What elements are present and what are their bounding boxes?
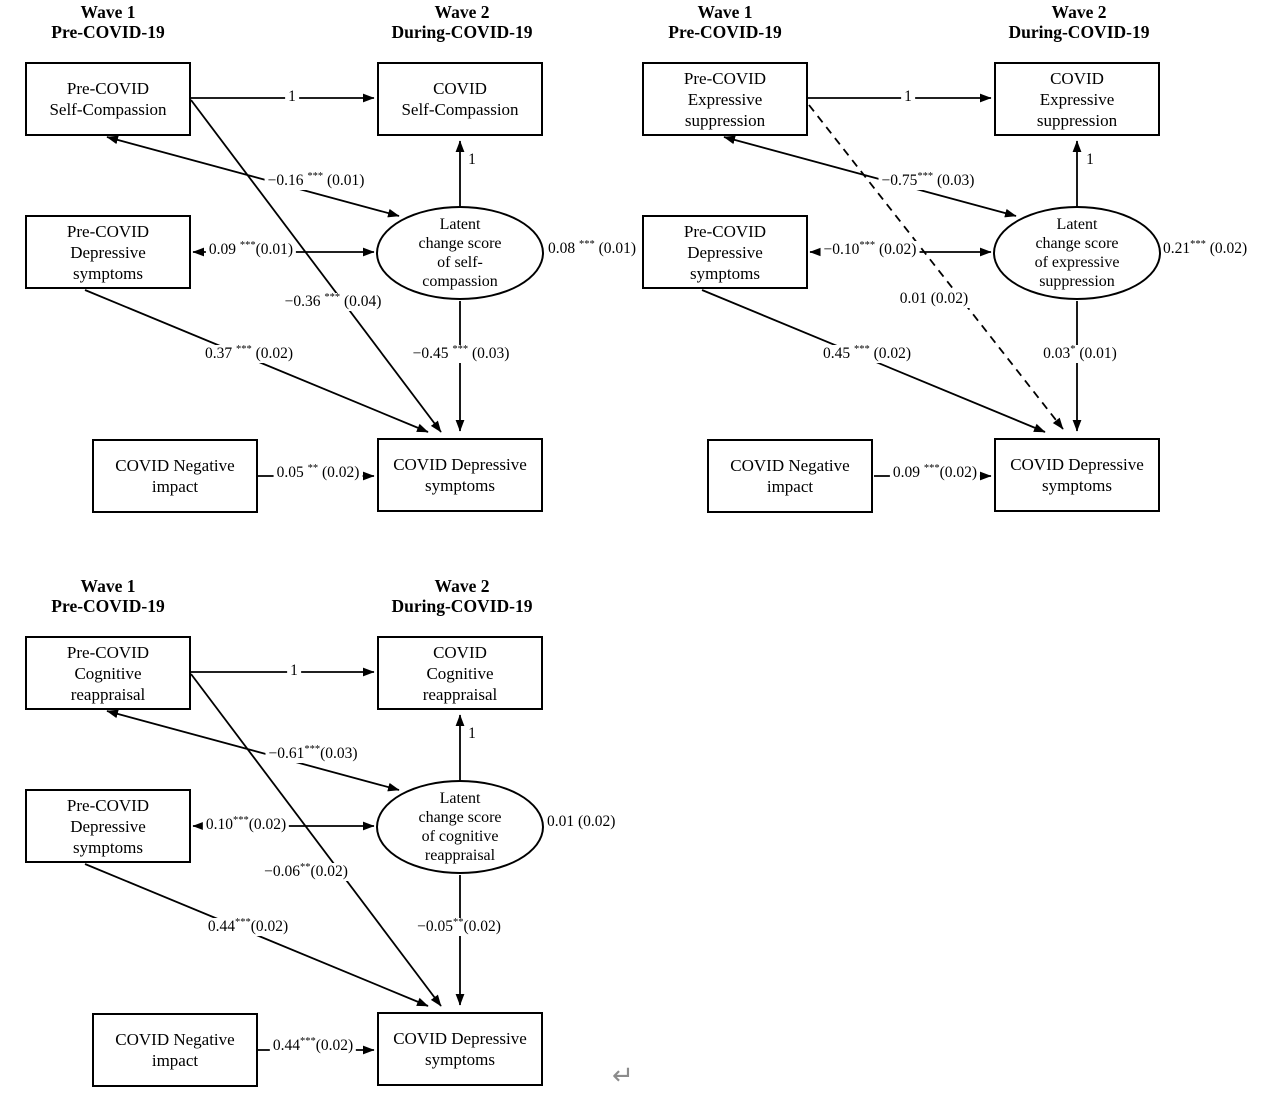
coef-construct-to-depression: 0.01 (0.02) — [896, 290, 972, 308]
panel-self-compassion: Wave 1 Pre-COVID-19 Wave 2 During-COVID-… — [0, 0, 661, 520]
coef-construct-change-cov: −0.61***(0.03) — [265, 744, 361, 763]
w1-depressive-box: Pre-COVID Depressive symptoms — [25, 215, 191, 289]
coef-change-to-depression: −0.05**(0.02) — [414, 917, 504, 936]
covid-depressive-box: COVID Depressive symptoms — [994, 438, 1160, 512]
w1-depressive-box: Pre-COVID Depressive symptoms — [642, 215, 808, 289]
latent-change-ellipse: Latent change score of self- compassion — [376, 206, 544, 300]
covid-depressive-box: COVID Depressive symptoms — [377, 438, 543, 512]
coef-change-variance: 0.01 (0.02) — [547, 813, 616, 830]
w1-construct-box: Pre-COVID Cognitive reappraisal — [25, 636, 191, 710]
coef-change-to-depression: 0.03* (0.01) — [1040, 344, 1120, 363]
construct-change-covariance-path — [106, 709, 400, 792]
coef-change-variance: 0.08 *** (0.01) — [548, 238, 637, 257]
wave2-header: Wave 2 During-COVID-19 — [391, 576, 533, 616]
w2-construct-box: COVID Cognitive reappraisal — [377, 636, 543, 710]
w1-construct-box: Pre-COVID Self-Compassion — [25, 62, 191, 136]
coef-construct-change-cov: −0.16 *** (0.01) — [264, 171, 368, 190]
covid-negative-impact-box: COVID Negative impact — [707, 439, 873, 513]
covid-negative-impact-box: COVID Negative impact — [92, 1013, 258, 1087]
coef-depressive-change-cov: 0.10***(0.02) — [202, 815, 290, 834]
coef-change-variance: 0.21*** (0.02) — [1163, 238, 1248, 257]
coef-depressive-stability: 0.45 *** (0.02) — [819, 344, 915, 363]
wave1-header: Wave 1 Pre-COVID-19 — [668, 2, 782, 42]
coef-latent-loading: 1 — [468, 725, 476, 742]
coef-stability: 1 — [287, 662, 301, 680]
covid-depressive-box: COVID Depressive symptoms — [377, 1012, 543, 1086]
coef-negative-impact: 0.05 ** (0.02) — [273, 463, 363, 482]
coef-construct-to-depression: −0.36 *** (0.04) — [281, 292, 385, 311]
coef-construct-to-depression: −0.06**(0.02) — [261, 862, 351, 881]
panel-expressive-suppression: Wave 1 Pre-COVID-19 Wave 2 During-COVID-… — [617, 0, 1261, 520]
w2-construct-box: COVID Self-Compassion — [377, 62, 543, 136]
w1-construct-box: Pre-COVID Expressive suppression — [642, 62, 808, 136]
construct-change-covariance-path — [723, 135, 1017, 218]
panel-cognitive-reappraisal: Wave 1 Pre-COVID-19 Wave 2 During-COVID-… — [0, 574, 661, 1094]
coef-negative-impact: 0.09 ***(0.02) — [889, 463, 981, 482]
latent-change-ellipse: Latent change score of cognitive reappra… — [376, 780, 544, 874]
coef-depressive-stability: 0.44***(0.02) — [204, 917, 292, 936]
covid-negative-impact-box: COVID Negative impact — [92, 439, 258, 513]
return-icon: ↵ — [612, 1061, 634, 1091]
w2-construct-box: COVID Expressive suppression — [994, 62, 1160, 136]
construct-change-covariance-path — [106, 135, 400, 218]
latent-change-ellipse: Latent change score of expressive suppre… — [993, 206, 1161, 300]
construct-to-depression-path — [190, 673, 442, 1007]
coef-stability: 1 — [901, 88, 915, 106]
w1-depressive-box: Pre-COVID Depressive symptoms — [25, 789, 191, 863]
coef-latent-loading: 1 — [468, 151, 476, 168]
coef-stability: 1 — [285, 88, 299, 106]
coef-latent-loading: 1 — [1086, 151, 1094, 168]
wave2-header: Wave 2 During-COVID-19 — [391, 2, 533, 42]
coef-change-to-depression: −0.45 *** (0.03) — [409, 344, 513, 363]
coef-depressive-change-cov: 0.09 ***(0.01) — [205, 240, 297, 259]
construct-to-depression-path — [190, 99, 442, 433]
construct-to-depression-dashed-path — [808, 104, 1064, 430]
wave1-header: Wave 1 Pre-COVID-19 — [51, 576, 165, 616]
wave1-header: Wave 1 Pre-COVID-19 — [51, 2, 165, 42]
coef-negative-impact: 0.44***(0.02) — [269, 1036, 357, 1055]
coef-depressive-stability: 0.37 *** (0.02) — [201, 344, 297, 363]
wave2-header: Wave 2 During-COVID-19 — [1008, 2, 1150, 42]
coef-construct-change-cov: −0.75*** (0.03) — [878, 171, 978, 190]
coef-depressive-change-cov: −0.10*** (0.02) — [820, 240, 920, 259]
